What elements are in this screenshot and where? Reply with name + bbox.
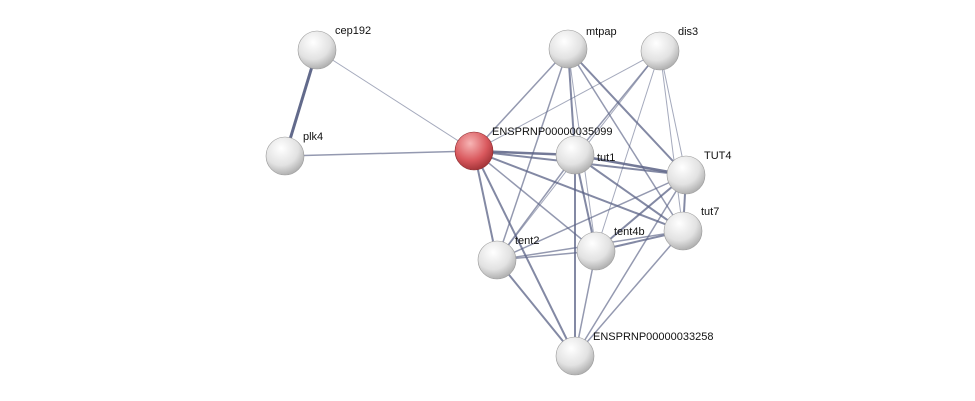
node-circle[interactable] — [663, 211, 703, 251]
nodes-group: cep192 plk4 ENSPRNP00000035099 mtpap dis3 tut… — [265, 25, 732, 376]
node-label: dis3 — [678, 26, 698, 38]
node-TUT4[interactable]: TUT4 — [666, 150, 732, 195]
node-circle[interactable] — [477, 240, 517, 280]
edge-TUT4-e33258[interactable] — [574, 174, 687, 357]
edge-cep192-q[interactable] — [316, 49, 475, 152]
edge-plk4-q[interactable] — [284, 150, 475, 157]
edges-group — [283, 48, 687, 357]
node-label: cep192 — [335, 25, 371, 37]
node-label: TUT4 — [704, 150, 732, 162]
node-circle[interactable] — [555, 336, 595, 376]
node-label: ENSPRNP00000033258 — [593, 331, 713, 343]
node-circle[interactable] — [666, 155, 706, 195]
node-label: mtpap — [586, 26, 617, 38]
node-mtpap[interactable]: mtpap — [548, 26, 617, 69]
node-circle[interactable] — [555, 135, 595, 175]
edge-q-tut7[interactable] — [473, 150, 684, 232]
node-dis3[interactable]: dis3 — [640, 26, 698, 71]
edge-q-e33258[interactable] — [473, 150, 576, 357]
node-label: tut7 — [701, 206, 719, 218]
node-tent4b[interactable]: tent4b — [576, 226, 645, 271]
node-cep192[interactable]: cep192 — [297, 25, 371, 70]
edge-mtpap-TUT4[interactable] — [567, 48, 687, 176]
edge-tut7-e33258[interactable] — [574, 230, 684, 357]
node-tut1[interactable]: tut1 — [555, 135, 615, 175]
node-circle[interactable] — [576, 231, 616, 271]
edge-TUT4-tent4b[interactable] — [595, 174, 687, 252]
node-circle[interactable] — [297, 30, 337, 70]
node-circle[interactable] — [265, 136, 305, 176]
edge-tut1-tent2[interactable] — [496, 154, 576, 261]
node-e33258[interactable]: ENSPRNP00000033258 — [555, 331, 713, 376]
node-circle[interactable] — [454, 131, 494, 171]
edge-dis3-tut1[interactable] — [574, 50, 661, 156]
node-label: tent4b — [614, 226, 645, 238]
node-circle[interactable] — [640, 31, 680, 71]
edge-mtpap-tut7[interactable] — [567, 48, 684, 232]
edge-dis3-tut7[interactable] — [659, 50, 684, 232]
edge-q-dis3[interactable] — [473, 50, 661, 152]
edge-TUT4-tent2[interactable] — [496, 174, 687, 261]
node-label: tent2 — [515, 235, 539, 247]
edge-tent2-e33258[interactable] — [496, 259, 576, 357]
node-tut7[interactable]: tut7 — [663, 206, 719, 251]
edge-dis3-TUT4[interactable] — [659, 50, 687, 176]
node-label: ENSPRNP00000035099 — [492, 126, 612, 138]
node-label: tut1 — [597, 152, 615, 164]
edge-tut1-tut7[interactable] — [574, 154, 684, 232]
node-q[interactable]: ENSPRNP00000035099 — [454, 126, 612, 171]
edge-q-mtpap[interactable] — [473, 48, 569, 152]
node-tent2[interactable]: tent2 — [477, 235, 539, 280]
edge-mtpap-tent2[interactable] — [496, 48, 569, 261]
node-label: plk4 — [303, 131, 323, 143]
edge-dis3-tent4b[interactable] — [595, 50, 661, 252]
node-plk4[interactable]: plk4 — [265, 131, 323, 176]
node-circle[interactable] — [548, 29, 588, 69]
